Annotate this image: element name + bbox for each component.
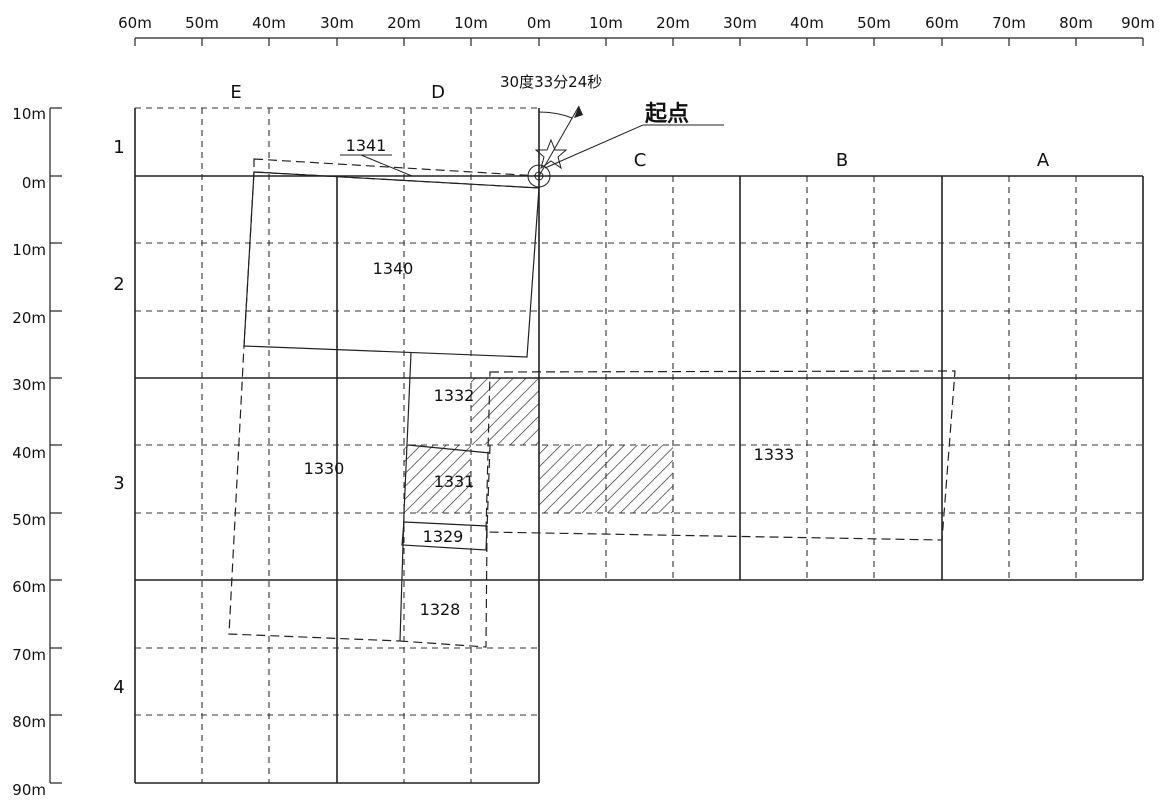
top-scale: 60m 50m 40m 30m 20m 10m 0m 10m 20m 30m 4…	[118, 14, 1155, 46]
row-label-1: 1	[113, 137, 124, 158]
left-tick-label: 10m	[12, 105, 46, 123]
top-tick-label: 50m	[185, 14, 219, 32]
row-label-3: 3	[113, 473, 124, 494]
lot-label-1333: 1333	[754, 445, 795, 464]
angle-arc	[538, 111, 573, 119]
grid-major-lines	[134, 107, 1144, 784]
top-tick-label: 60m	[118, 14, 152, 32]
top-tick-label: 70m	[992, 14, 1026, 32]
top-tick-label: 20m	[387, 14, 421, 32]
top-tick-label: 90m	[1121, 14, 1155, 32]
top-tick-label: 30m	[320, 14, 354, 32]
left-tick-label: 60m	[12, 578, 46, 596]
top-scale-ticks	[134, 38, 1144, 46]
hatched-area	[404, 445, 471, 513]
lot-label-1340: 1340	[373, 259, 414, 278]
top-tick-label: 10m	[589, 14, 623, 32]
origin-inner-circle	[534, 171, 544, 181]
left-tick-label: 40m	[12, 444, 46, 462]
left-tick-label: 70m	[12, 646, 46, 664]
top-tick-label: 20m	[656, 14, 690, 32]
top-tick-label: 50m	[857, 14, 891, 32]
left-scale-ticks	[50, 107, 62, 784]
angle-label: 30度33分24秒	[500, 73, 602, 91]
column-label-a: A	[1037, 150, 1050, 171]
hatched-area	[471, 378, 539, 445]
north-arrow-icon	[574, 106, 583, 118]
top-tick-label: 30m	[723, 14, 757, 32]
origin-leader-line	[544, 124, 644, 169]
left-tick-label: 20m	[12, 309, 46, 327]
column-label-c: C	[634, 150, 647, 171]
left-tick-label: 50m	[12, 511, 46, 529]
lot-label-1341: 1341	[346, 136, 387, 155]
column-label-e: E	[230, 82, 241, 103]
left-tick-label: 80m	[12, 713, 46, 731]
lot-label-1329: 1329	[423, 527, 464, 546]
lot-1341-leader-line	[360, 154, 413, 177]
lot-1332-bottom-edge	[407, 444, 491, 454]
lot-strip-right-edge	[399, 444, 491, 648]
top-tick-label: 10m	[454, 14, 488, 32]
lot-outlines	[228, 158, 956, 648]
row-label-2: 2	[113, 274, 124, 295]
top-tick-label: 40m	[790, 14, 824, 32]
top-tick-label: 80m	[1059, 14, 1093, 32]
origin-marker	[340, 105, 724, 188]
lot-label-1332: 1332	[434, 386, 475, 405]
origin-outer-circle	[527, 164, 551, 188]
lot-1333-outline	[485, 370, 956, 541]
top-tick-label: 0m	[527, 14, 551, 32]
top-tick-label: 40m	[252, 14, 286, 32]
lot-1329-outline	[401, 521, 488, 551]
lot-1341-outline	[253, 158, 540, 189]
column-label-b: B	[836, 150, 848, 171]
left-scale: 10m 0m 10m 20m 30m 40m 50m 60m 70m 80m 9…	[12, 105, 62, 799]
lot-1330-outline	[228, 171, 401, 642]
lot-strip-left-edge	[399, 352, 412, 642]
lot-label-1331: 1331	[434, 472, 475, 491]
origin-star-icon	[534, 138, 568, 170]
row-label-4: 4	[113, 677, 124, 698]
left-tick-label: 30m	[12, 376, 46, 394]
left-tick-label: 90m	[12, 781, 46, 799]
lot-label-1328: 1328	[420, 600, 461, 619]
lot-label-1330: 1330	[304, 459, 345, 478]
column-label-d: D	[431, 82, 445, 103]
origin-label: 起点	[644, 101, 689, 127]
top-tick-label: 60m	[925, 14, 959, 32]
left-tick-label: 0m	[22, 174, 46, 192]
left-tick-label: 10m	[12, 241, 46, 259]
